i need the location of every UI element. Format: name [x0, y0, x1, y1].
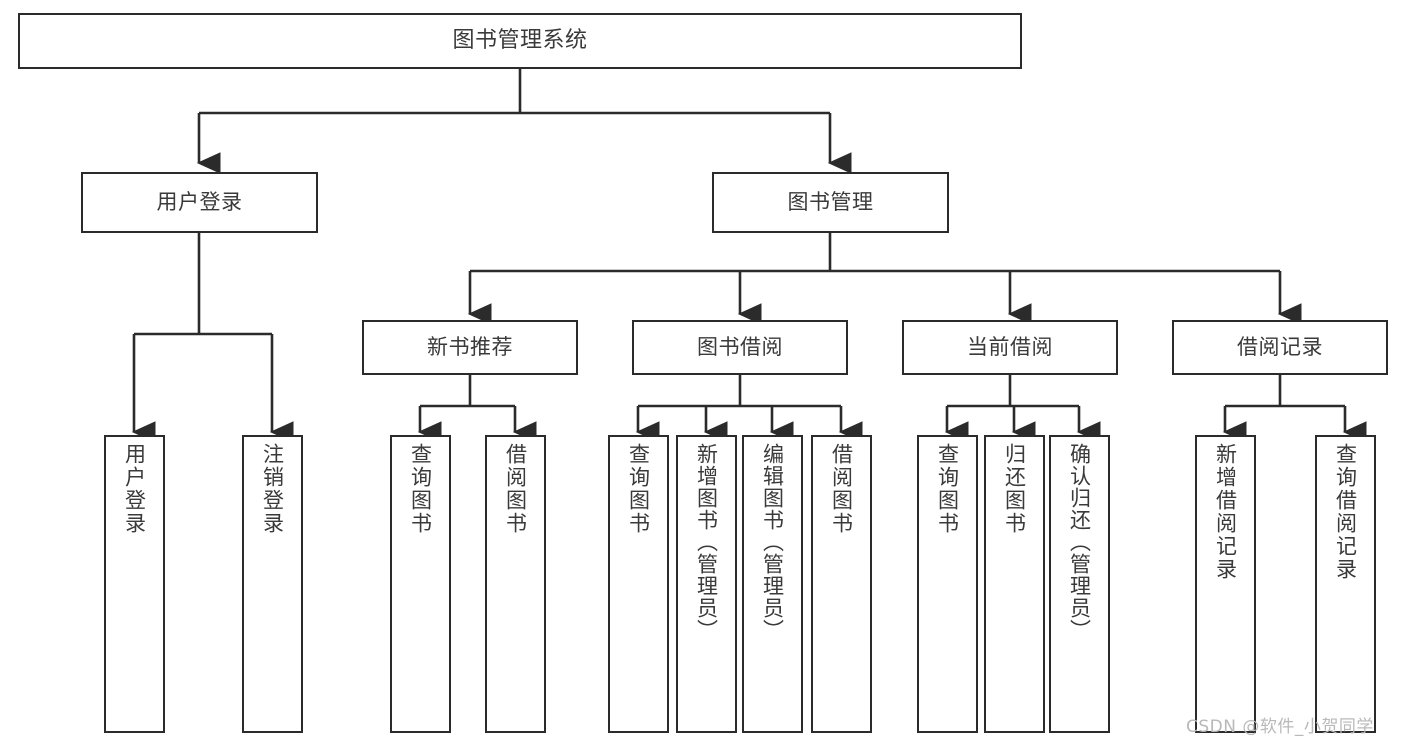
leaf-query-book-recommend[interactable]: 查询图书: [390, 435, 451, 733]
node-label: 用户登录: [156, 190, 243, 215]
node-new-book-recommend[interactable]: 新书推荐: [362, 320, 578, 375]
leaf-query-book-borrow[interactable]: 查询图书: [608, 435, 669, 733]
node-label: 当前借阅: [967, 335, 1053, 360]
node-label: 新增借阅记录: [1213, 443, 1238, 581]
leaf-borrow-book[interactable]: 借阅图书: [811, 435, 872, 733]
leaf-borrow-book-recommend[interactable]: 借阅图书: [485, 435, 546, 733]
leaf-user-login[interactable]: 用户登录: [104, 435, 165, 733]
node-label: 借阅图书: [829, 443, 854, 535]
leaf-logout[interactable]: 注销登录: [242, 435, 303, 733]
node-label: 查询图书: [935, 443, 960, 535]
node-label: 确认归还（管理员）: [1067, 443, 1092, 641]
leaf-edit-book-admin[interactable]: 编辑图书（管理员）: [742, 435, 803, 733]
node-label: 图书管理: [787, 190, 874, 215]
node-label: 查询图书: [626, 443, 651, 535]
leaf-query-book-current[interactable]: 查询图书: [917, 435, 978, 733]
node-label: 注销登录: [260, 443, 285, 535]
node-root-system[interactable]: 图书管理系统: [18, 13, 1022, 69]
node-label: 查询借阅记录: [1333, 443, 1358, 581]
node-label: 借阅图书: [503, 443, 528, 535]
watermark-text: CSDN @软件_小贺同学: [1186, 717, 1374, 737]
node-label: 新书推荐: [427, 335, 513, 360]
node-user-login[interactable]: 用户登录: [81, 172, 318, 233]
leaf-return-book[interactable]: 归还图书: [984, 435, 1045, 733]
node-book-manage[interactable]: 图书管理: [712, 172, 949, 233]
node-label: 编辑图书（管理员）: [760, 443, 785, 641]
node-label: 新增图书（管理员）: [694, 443, 719, 641]
node-label: 归还图书: [1002, 443, 1027, 535]
leaf-add-borrow-record[interactable]: 新增借阅记录: [1195, 435, 1256, 733]
node-label: 查询图书: [408, 443, 433, 535]
node-borrow-record[interactable]: 借阅记录: [1172, 320, 1388, 375]
node-label: 图书借阅: [697, 335, 783, 360]
leaf-confirm-return-admin[interactable]: 确认归还（管理员）: [1049, 435, 1110, 733]
leaf-query-borrow-record[interactable]: 查询借阅记录: [1315, 435, 1376, 733]
node-current-borrow[interactable]: 当前借阅: [902, 320, 1118, 375]
node-label: 借阅记录: [1237, 335, 1323, 360]
node-book-borrow[interactable]: 图书借阅: [632, 320, 848, 375]
leaf-add-book-admin[interactable]: 新增图书（管理员）: [676, 435, 737, 733]
node-label: 用户登录: [122, 443, 147, 535]
node-label: 图书管理系统: [452, 28, 588, 54]
